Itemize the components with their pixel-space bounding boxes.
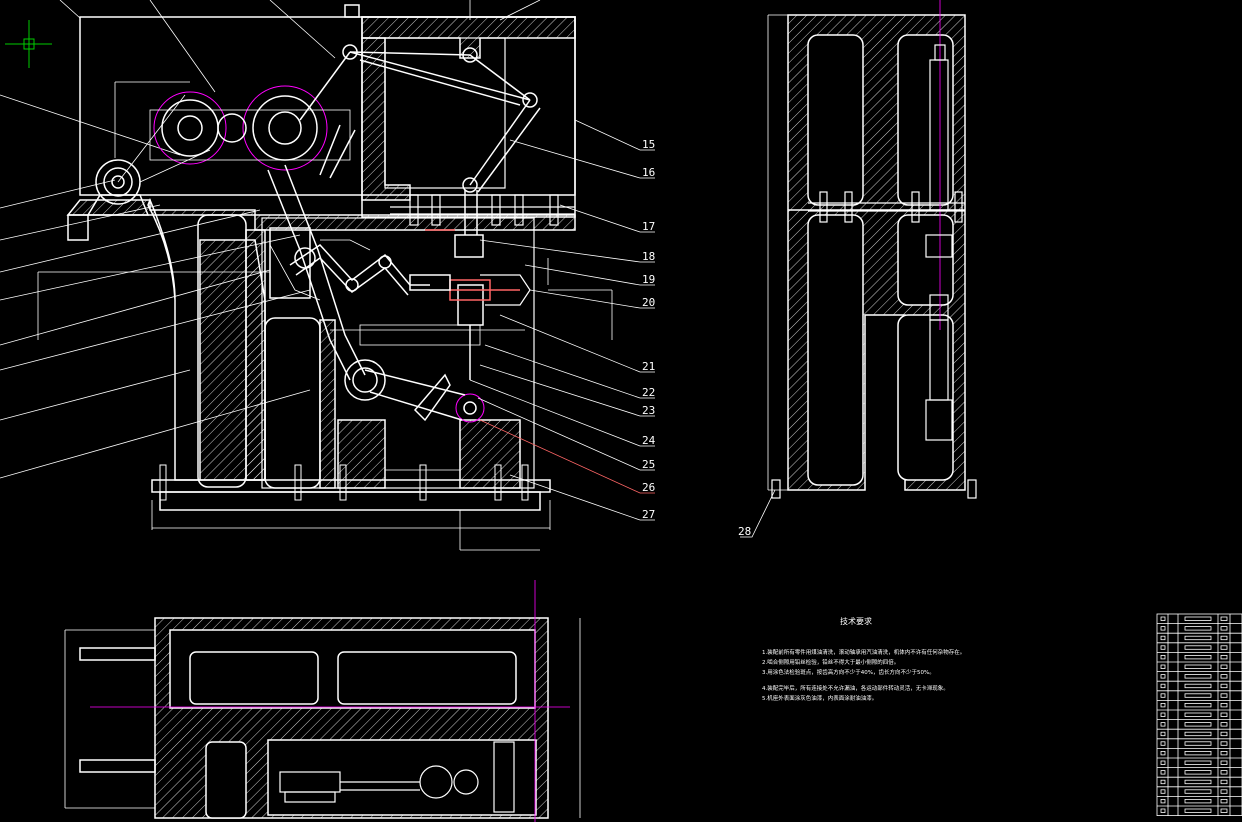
parts-list-cell-mark [1184,674,1212,679]
parts-list-cell-mark [1160,645,1166,650]
parts-list-cell-mark [1184,703,1212,708]
parts-list-cell-mark [1184,751,1212,756]
parts-list-cell-mark [1160,655,1166,660]
callout-leaders [469,119,776,538]
balloon-28: 28 [738,525,751,538]
parts-list-cell-mark [1220,683,1228,689]
parts-list-cell-mark [1184,616,1212,621]
balloon-labels: 15 16 17 18 19 20 21 22 23 24 25 26 27 2… [642,138,751,538]
parts-list-cell-mark [1184,779,1212,785]
parts-list-cell-mark [1160,779,1166,785]
parts-list-cell-mark [1220,635,1228,641]
balloon-23: 23 [642,404,655,417]
parts-list-cell-mark [1160,635,1166,641]
parts-list-cell-mark [1220,722,1228,727]
parts-list-cell-mark [1184,626,1212,631]
balloon-26: 26 [642,481,655,494]
parts-list-cell-mark [1220,712,1228,717]
balloon-15: 15 [642,138,655,151]
balloon-16: 16 [642,166,655,179]
parts-list-cell-mark [1220,760,1228,765]
parts-list-frame [1156,613,1242,817]
technical-requirements: 技术要求 1.装配前所有零件用煤油清洗，滚动轴承用汽油清洗，机体内不许有任何杂物… [762,616,965,702]
parts-list-cell-mark [1160,722,1166,727]
balloon-21: 21 [642,360,655,373]
parts-list-cell-mark [1220,693,1228,698]
parts-list-cell-mark [1220,808,1228,813]
parts-list-cell-mark [1220,779,1228,785]
parts-list-cell-mark [1184,741,1212,746]
parts-list-cell-mark [1160,770,1166,775]
parts-list-cell-mark [1220,645,1228,650]
parts-list-cell-mark [1160,751,1166,756]
parts-list-cell-mark [1220,674,1228,679]
balloon-20: 20 [642,296,655,309]
balloon-25: 25 [642,458,655,471]
balloon-24: 24 [642,434,656,447]
parts-list-table [1156,613,1242,817]
parts-list-cell-mark [1184,693,1212,698]
parts-list-cell-mark [1220,799,1228,804]
parts-list-cell-mark [1184,712,1212,717]
parts-list-cell-mark [1184,770,1212,775]
parts-list-cell-mark [1160,664,1166,669]
parts-list-cell-mark [1220,751,1228,756]
parts-list-cell-mark [1160,683,1166,689]
balloon-19: 19 [642,273,655,286]
parts-list-cell-mark [1220,664,1228,669]
parts-list-cell-mark [1160,760,1166,765]
tech-note-4: 4.装配完毕后，所有连接处不允许漏油，各运动部件转动灵活，无卡滞现象。 [762,684,949,692]
tech-note-3: 3.用涂色法检验斑点，按齿高方向不少于40%，齿长方向不少于50%。 [762,668,935,676]
parts-list-cell-mark [1184,789,1212,794]
balloon-22: 22 [642,386,655,399]
parts-list-cell-mark [1184,635,1212,641]
parts-list-cell-mark [1160,741,1166,746]
balloon-17: 17 [642,220,655,233]
parts-list-cell-mark [1160,789,1166,794]
parts-list-cell-mark [1160,808,1166,813]
parts-list-cell-mark [1184,683,1212,689]
parts-list-cell-mark [1184,722,1212,727]
parts-list-cell-mark [1220,626,1228,631]
parts-list-cell-mark [1220,616,1228,621]
balloon-18: 18 [642,250,655,263]
parts-list-cell-mark [1184,664,1212,669]
parts-list-cell-mark [1184,655,1212,660]
tech-req-title: 技术要求 [840,616,872,626]
balloon-27: 27 [642,508,655,521]
parts-list-cell-mark [1184,808,1212,813]
parts-list-cell-mark [1160,703,1166,708]
parts-list-cell-mark [1220,770,1228,775]
top-view [64,580,581,822]
parts-list-cell-mark [1220,655,1228,660]
front-view [0,0,613,551]
parts-list-cell-mark [1160,674,1166,679]
parts-list-cell-mark [1160,693,1166,698]
parts-list-cell-mark [1220,789,1228,794]
parts-list-cell-mark [1160,799,1166,804]
parts-list-cell-mark [1184,760,1212,765]
parts-list-cell-mark [1220,741,1228,746]
parts-list-cell-mark [1160,626,1166,631]
parts-list-cell-mark [1220,703,1228,708]
parts-list-cell-mark [1160,712,1166,717]
parts-list-cell-mark [1184,799,1212,804]
parts-list-cell-mark [1184,731,1212,737]
crosshair-cursor-icon [5,20,52,68]
side-view [767,0,977,499]
parts-list-cell-mark [1160,616,1166,621]
parts-list-cell-mark [1160,731,1166,737]
tech-note-1: 1.装配前所有零件用煤油清洗，滚动轴承用汽油清洗，机体内不许有任何杂物存在。 [762,648,965,656]
parts-list-cell-mark [1220,731,1228,737]
tech-note-5: 5.机座外表面涂灰色油漆，内表面涂耐油油漆。 [762,694,877,702]
tech-note-2: 2.啮合侧隙用铅丝检验，铅丝不得大于最小侧隙的四倍。 [762,658,899,666]
parts-list-cell-mark [1184,645,1212,650]
